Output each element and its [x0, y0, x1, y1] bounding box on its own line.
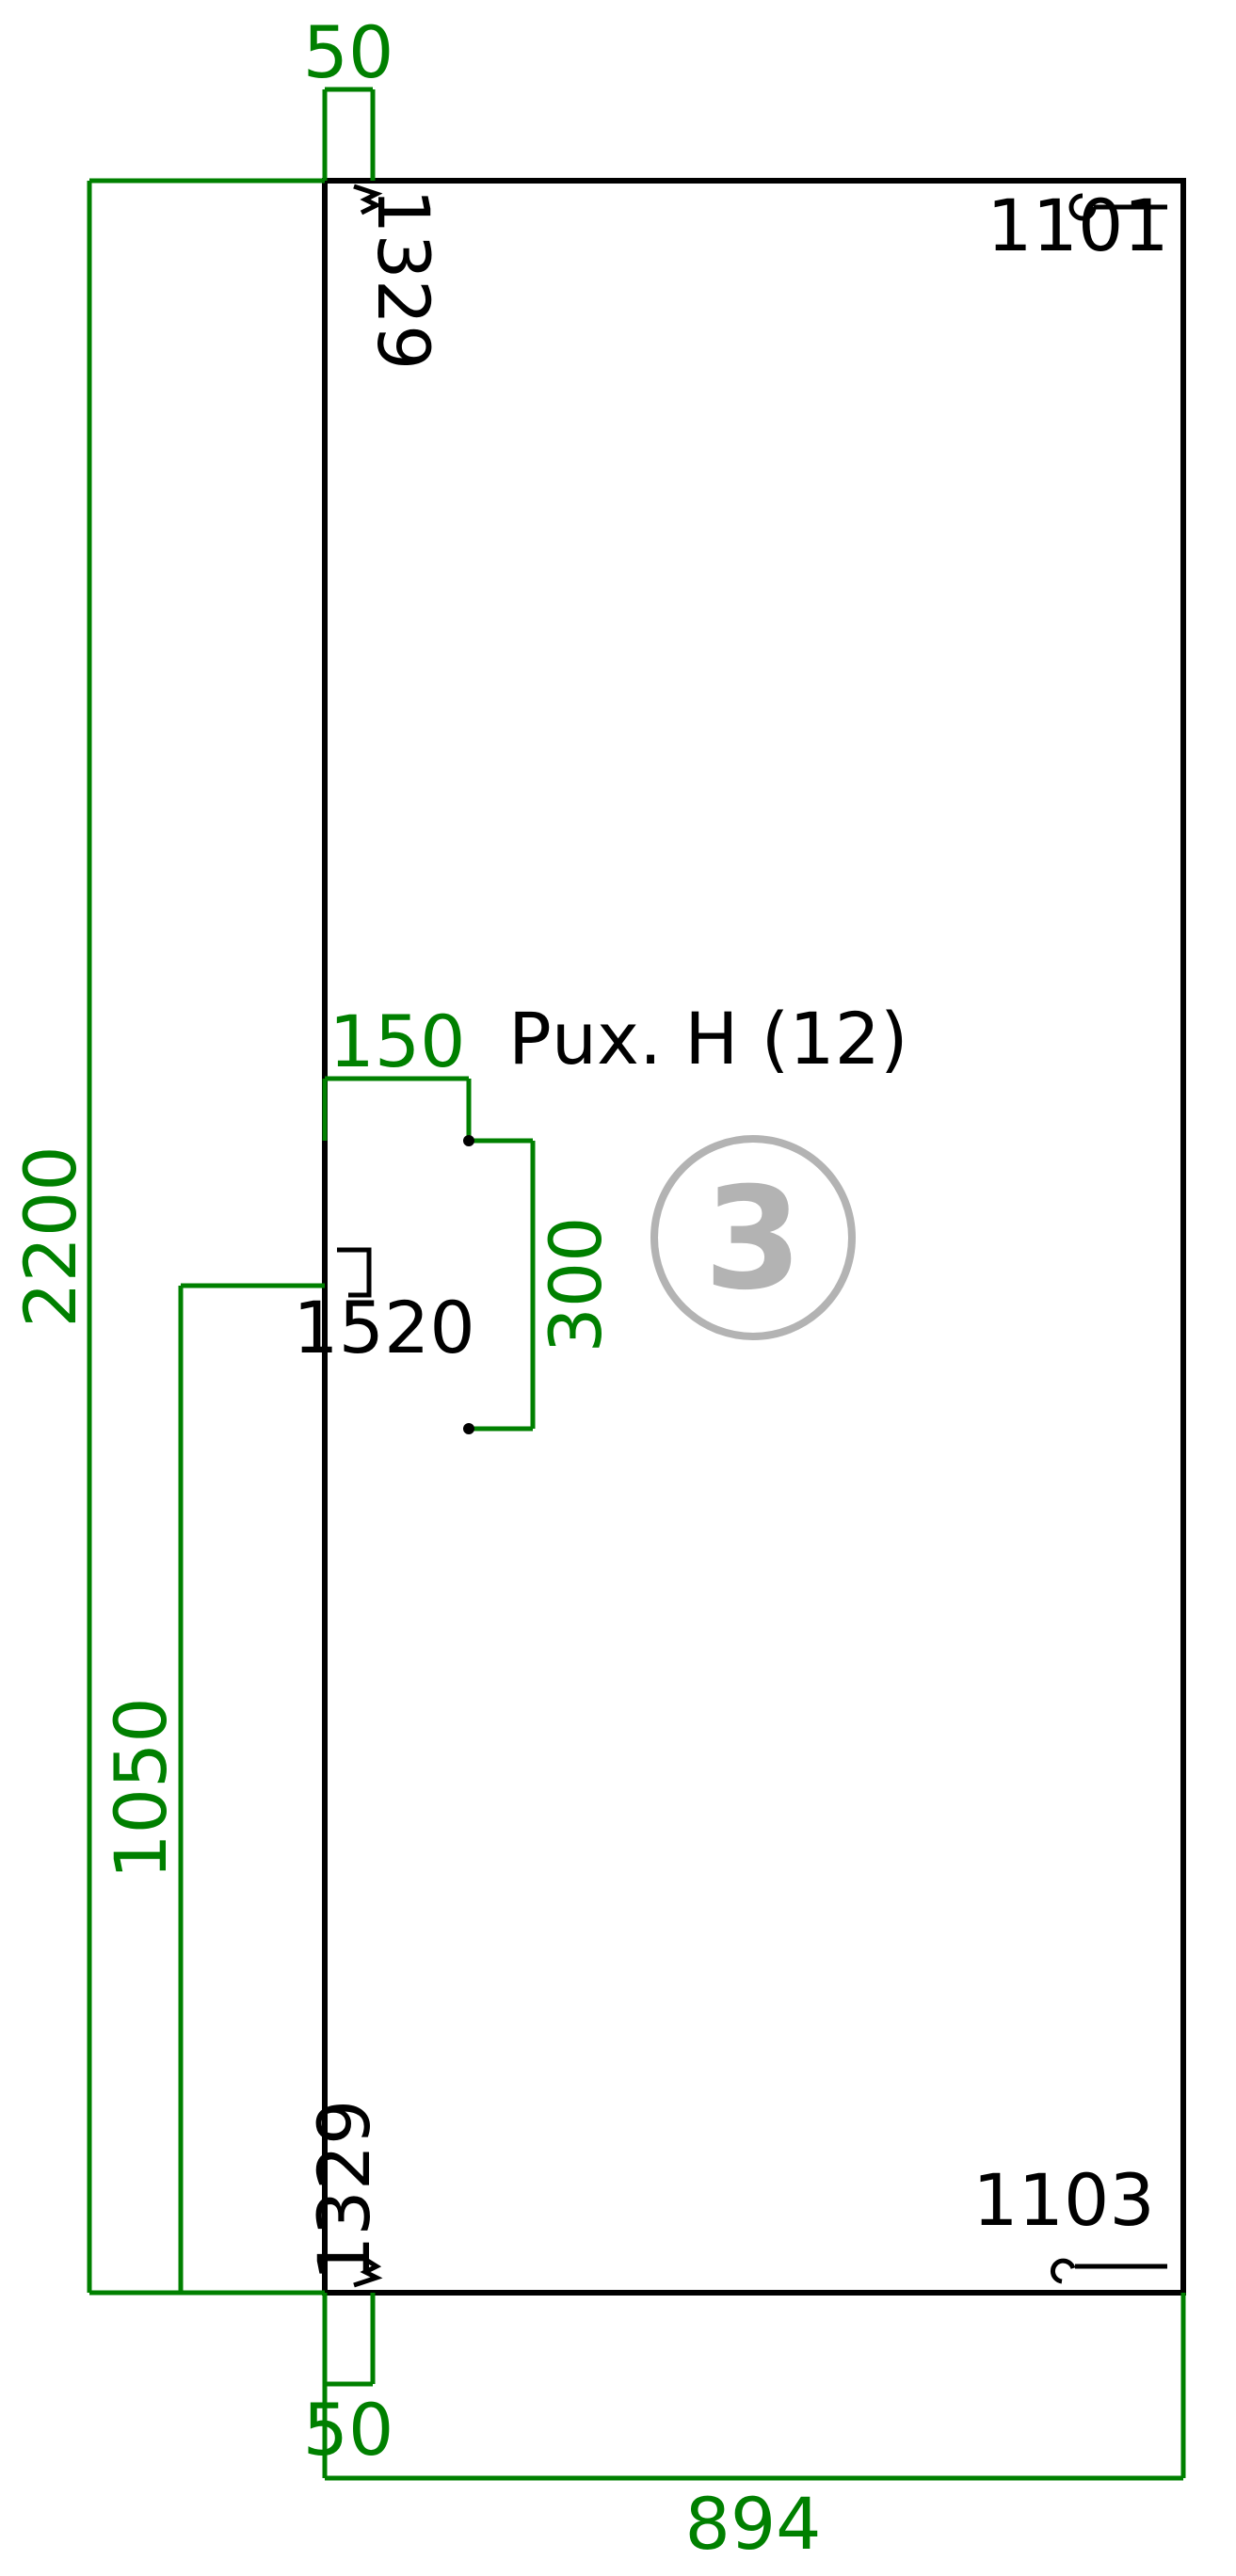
dim-top-offset: 50: [303, 10, 394, 181]
dim-total-width: 894: [322, 2293, 1186, 2566]
handle-hole-bottom: [463, 1423, 474, 1434]
dim-hole-spacing: 300: [469, 1138, 618, 1432]
dim-total-height-label: 2200: [8, 1145, 92, 1327]
dim-top-offset-label: 50: [303, 10, 394, 94]
dim-bottom-offset-label: 50: [303, 2388, 394, 2472]
hinge-bottom-left-icon: [353, 2254, 383, 2288]
hardware-top-right-icon: [1068, 193, 1167, 221]
dim-hole-spacing-label: 300: [534, 1216, 618, 1352]
dim-bottom-offset: 50: [303, 2293, 394, 2472]
hardware-label-top-right: 1101: [987, 184, 1168, 267]
hardware-label-middle-left: 1520: [293, 1286, 474, 1369]
dim-total-width-label: 894: [684, 2482, 821, 2566]
handle-hole-top: [463, 1135, 474, 1146]
hinge-top-left-icon: [353, 184, 383, 216]
hardware-bottom-right-icon: [1050, 2258, 1167, 2284]
hardware-label-bottom-right: 1103: [972, 2158, 1154, 2242]
dim-hinge-position: 1050: [99, 1283, 325, 2293]
hardware-label-top-left: 1329: [361, 188, 445, 370]
dim-hinge-position-label: 1050: [99, 1697, 183, 1879]
dim-hole-offset: 150: [322, 1000, 472, 1141]
panel-title: Рuх. Н (12): [508, 997, 908, 1080]
panel-number-badge: 3: [650, 1135, 856, 1340]
dim-hole-offset-label: 150: [329, 1000, 465, 1083]
hardware-label-bottom-left: 1329: [302, 2100, 386, 2281]
hardware-middle-left-icon: [337, 1247, 372, 1298]
dim-total-height: 2200: [8, 178, 325, 2296]
panel-number-label: 3: [704, 1158, 802, 1321]
panel-outline: [322, 178, 1186, 2296]
